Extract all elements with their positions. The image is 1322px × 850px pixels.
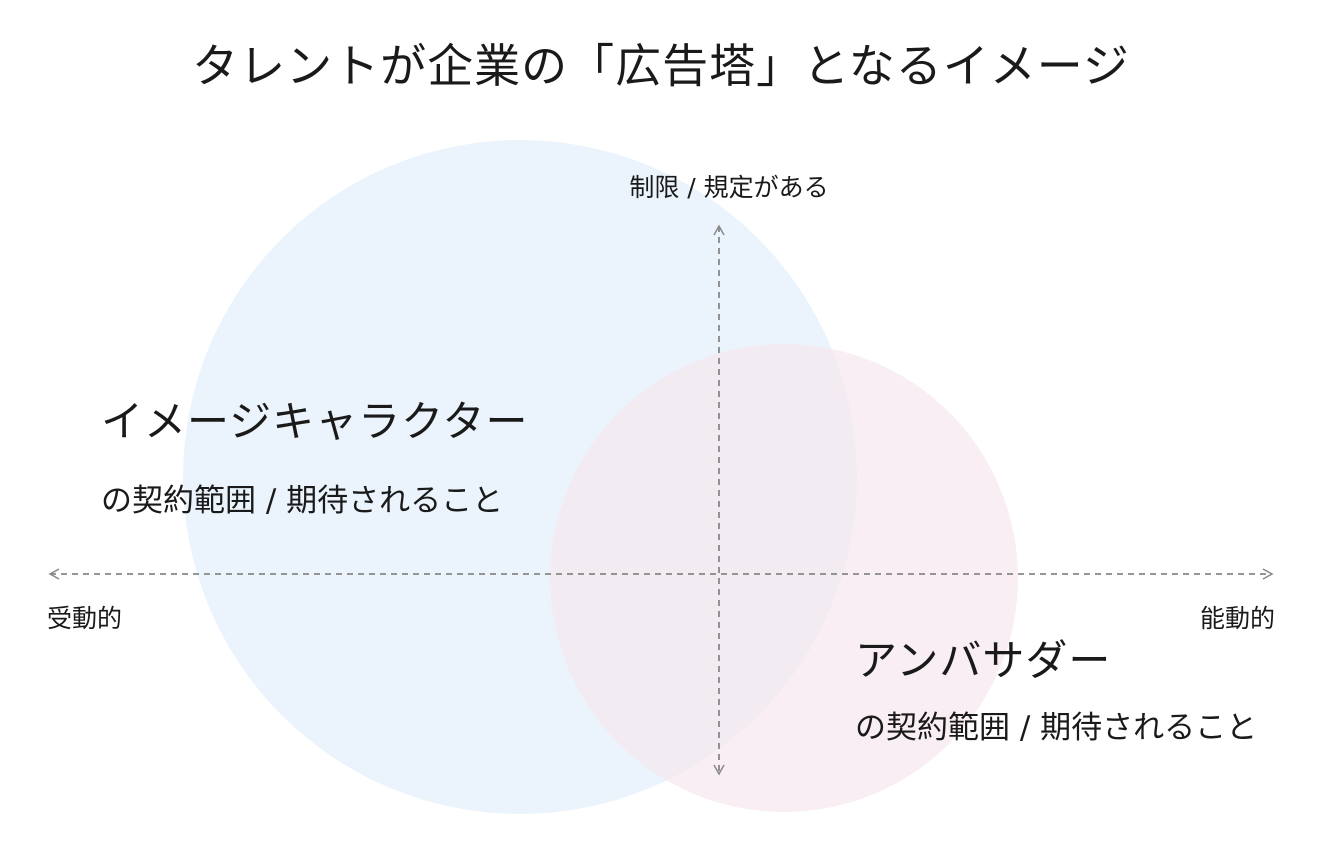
axis-label-left: 受動的 <box>47 604 122 633</box>
axis-label-right: 能動的 <box>1200 604 1275 633</box>
ambassador-label: アンバサダー <box>855 636 1111 685</box>
ambassador-subtitle: の契約範囲 / 期待されること <box>855 710 1257 746</box>
image-character-label: イメージキャラクター <box>101 397 528 446</box>
axis-label-top: 制限 / 規定がある <box>629 173 828 202</box>
image-character-subtitle: の契約範囲 / 期待されること <box>101 483 503 519</box>
diagram-title: タレントが企業の「広告塔」となるイメージ <box>192 39 1130 93</box>
